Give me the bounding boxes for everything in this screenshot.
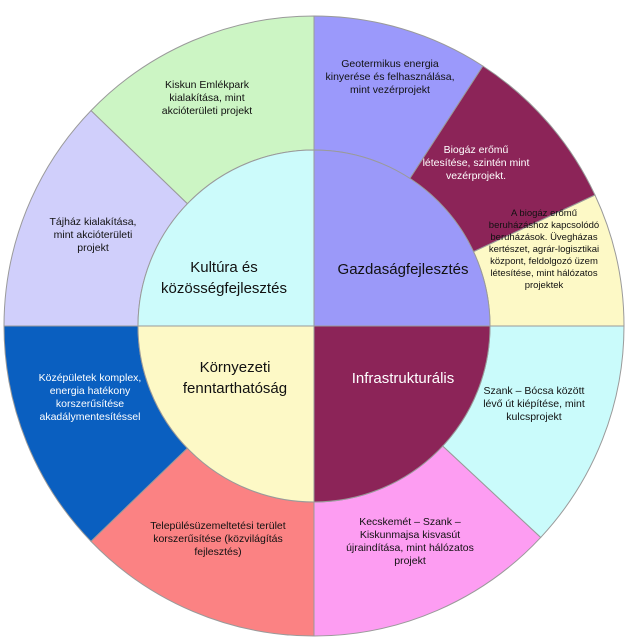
segment-label-beruhazasok: A biogáz erőmű beruházáshoz kapcsolódó b… <box>488 208 600 291</box>
quadrant-label-culture: Kultúra és közösségfejlesztés <box>161 259 287 297</box>
segment-label-tajhaz: Tájház kialakítása, mint akcióterületi p… <box>49 216 137 254</box>
segment-label-szank-bocsa: Szank – Bócsa között lévő út kiépítése, … <box>483 385 585 423</box>
segment-label-biogaz: Biogáz erőmű létesítése, szintén mint ve… <box>422 144 530 182</box>
quadrant-culture <box>137 149 315 327</box>
inner-circle <box>137 149 491 503</box>
segment-label-emlekpark: Kiskun Emlékpark kialakítása, mint akció… <box>161 79 253 117</box>
outer-ring <box>3 15 625 637</box>
quadrant-label-economy: Gazdaságfejlesztés <box>337 261 469 278</box>
quadrant-infrastructure <box>313 325 491 503</box>
segment-label-telepules: Településüzemeltetési terület korszerűsí… <box>150 520 286 558</box>
quadrant-label-infrastructure: Infrastrukturális <box>351 370 455 387</box>
segment-label-geotermikus: Geotermikus energia kinyerése és felhasz… <box>325 58 455 96</box>
segment-label-kozepuletek: Középületek komplex, energia hatékony ko… <box>38 372 142 423</box>
quadrant-economy <box>313 149 491 327</box>
quadrant-label-environment: Környezeti fenntarthatóság <box>182 359 288 397</box>
segment-label-kisvasut: Kecskemét – Szank – Kiskunmajsa kisvasút… <box>346 516 474 567</box>
quadrant-environment <box>137 325 315 503</box>
